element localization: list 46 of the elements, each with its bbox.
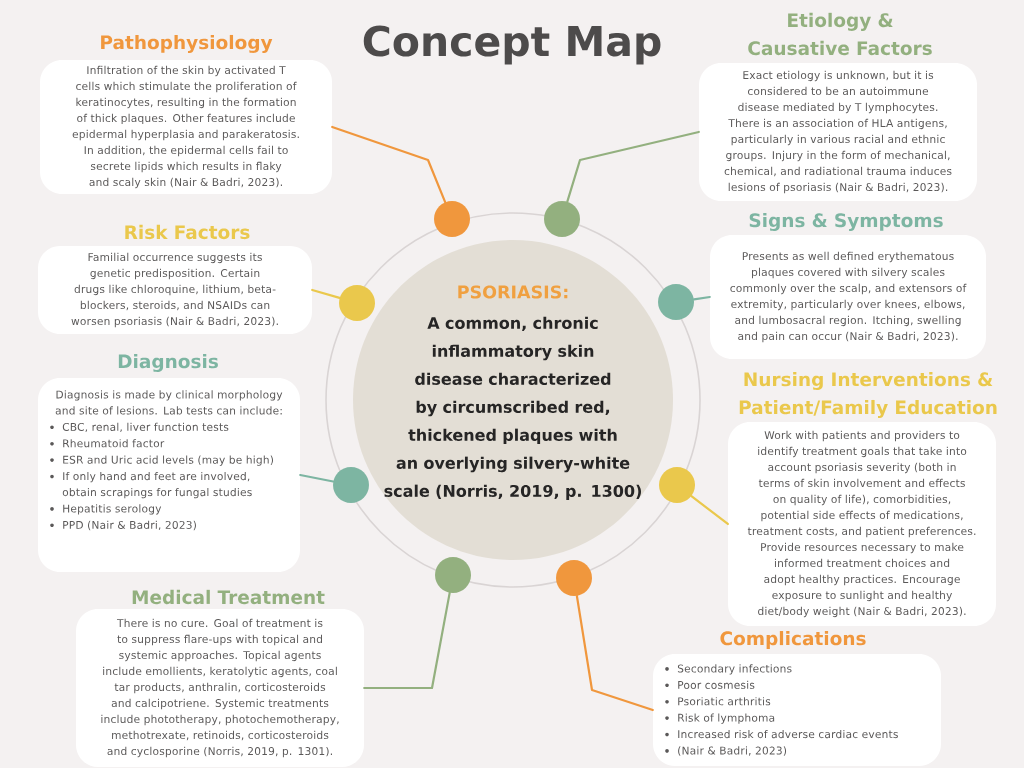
- heading: Risk Factors: [125, 224, 250, 240]
- list-item: (Nair & Badri, 2023): [678, 746, 787, 756]
- text-box: There is no cure. Goal of treatment is to suppress flare-ups with topical and systemic approaches. Topical agents include emollients, keratolytic agents, coal tar products, anthralin, corticosteroids and calcipotriene. Systemic treatments include phototherapy, photochemotherapy, methotrexate, retinoids, corticosteroids and cyclosporine (Norris, 2019, p. 1301).: [76, 609, 364, 767]
- body-text: A common, chronic inflammatory skin disease characterized by circumscribed red, thickened plaques with an overlying silvery-white scale (Norris, 2019, p. 1300): [384, 316, 641, 501]
- heading: Medical Treatment: [132, 589, 325, 605]
- dot: [435, 557, 471, 593]
- list-item: Secondary infections: [677, 664, 792, 675]
- heading: Signs & Symptoms: [749, 212, 943, 231]
- heading: Etiology & Causative Factors: [748, 12, 932, 56]
- connector-line: [575, 594, 654, 712]
- dot: [333, 467, 369, 503]
- heading: PSORIASIS:: [458, 285, 568, 299]
- body-text: Diagnosis is made by clinical morphology and site of lesions. Lab tests can include:: [55, 390, 283, 415]
- heading: Pathophysiology: [101, 34, 273, 53]
- text-box: Work with patients and providers to identify treatment goals that take into account psoriasis severity (both in terms of skin involvement and effects on quality of life), comorbidities, potential side effects of medications, treatment costs, and patient preferences. Provide resources necessary to make informed treatment choices and adopt healthy practices. Encourage exposure to sunlight and healthy diet/body weight (Nair & Badri, 2023).: [728, 422, 996, 626]
- text-box: Familial occurrence suggests its genetic predisposition. Certain drugs like chloroquine, lithium, beta-blockers, steroids, and NSAIDs can worsen psoriasis (Nair & Badri, 2023).: [38, 246, 312, 334]
- connector-line: [690, 494, 729, 526]
- dot: [659, 467, 695, 503]
- list-item: Hepatitis serology: [63, 504, 162, 515]
- text-box: Infiltration of the skin by activated T cells which stimulate the proliferation of keratinocytes, resulting in the formation of thick plaques. Other features include epidermal hyperplasia and parakeratosis. In addition, the epidermal cells fail to secrete lipids which results in flaky and scaly skin (Nair & Badri, 2023).: [40, 60, 332, 194]
- list-item: ESR and Uric acid levels (may be high): [63, 455, 273, 466]
- list-item: Rheumatoid factor: [63, 439, 165, 448]
- connector-line: [692, 295, 711, 301]
- heading: Complications: [720, 631, 866, 649]
- list-item: Increased risk of adverse cardiac events: [678, 729, 898, 739]
- connector-line: [299, 473, 335, 483]
- dot: [658, 284, 694, 320]
- text-box: Exact etiology is unknown, but it is considered to be an autoimmune disease mediated by T lymphocytes. There is an association of HLA antigens, particularly in various racial and ethnic groups. Injury in the form of mechanical, chemical, and radiational trauma induces lesions of psoriasis (Nair & Badri, 2023).: [699, 63, 977, 201]
- connector-line: [363, 591, 451, 690]
- text-box: Presents as well defined erythematous plaques covered with silvery scales commonly over the scalp, and extensors of extremity, particularly over knees, elbows, and lumbosacral region. Itching, swelling and pain can occur (Nair & Badri, 2023).: [710, 235, 986, 359]
- list-item: CBC, renal, liver function tests: [62, 422, 229, 433]
- dot: [339, 285, 375, 321]
- list-item: PPD (Nair & Badri, 2023): [63, 520, 196, 531]
- heading: Nursing Interventions & Patient/Family Education: [739, 371, 997, 419]
- dot: [556, 560, 592, 596]
- title: Concept Map: [363, 25, 661, 65]
- connector-line: [566, 130, 700, 203]
- list-item: If only hand and feet are involved, obtain scrapings for fungal studies: [62, 471, 252, 499]
- list-item: Poor cosmesis: [678, 680, 755, 689]
- dot: [544, 201, 580, 237]
- heading: Diagnosis: [118, 353, 218, 373]
- dot: [434, 201, 470, 237]
- connector-line: [331, 125, 447, 204]
- list-item: Psoriatic arthritis: [678, 697, 771, 706]
- connector-line: [311, 288, 341, 300]
- list-item: Risk of lymphoma: [678, 713, 775, 724]
